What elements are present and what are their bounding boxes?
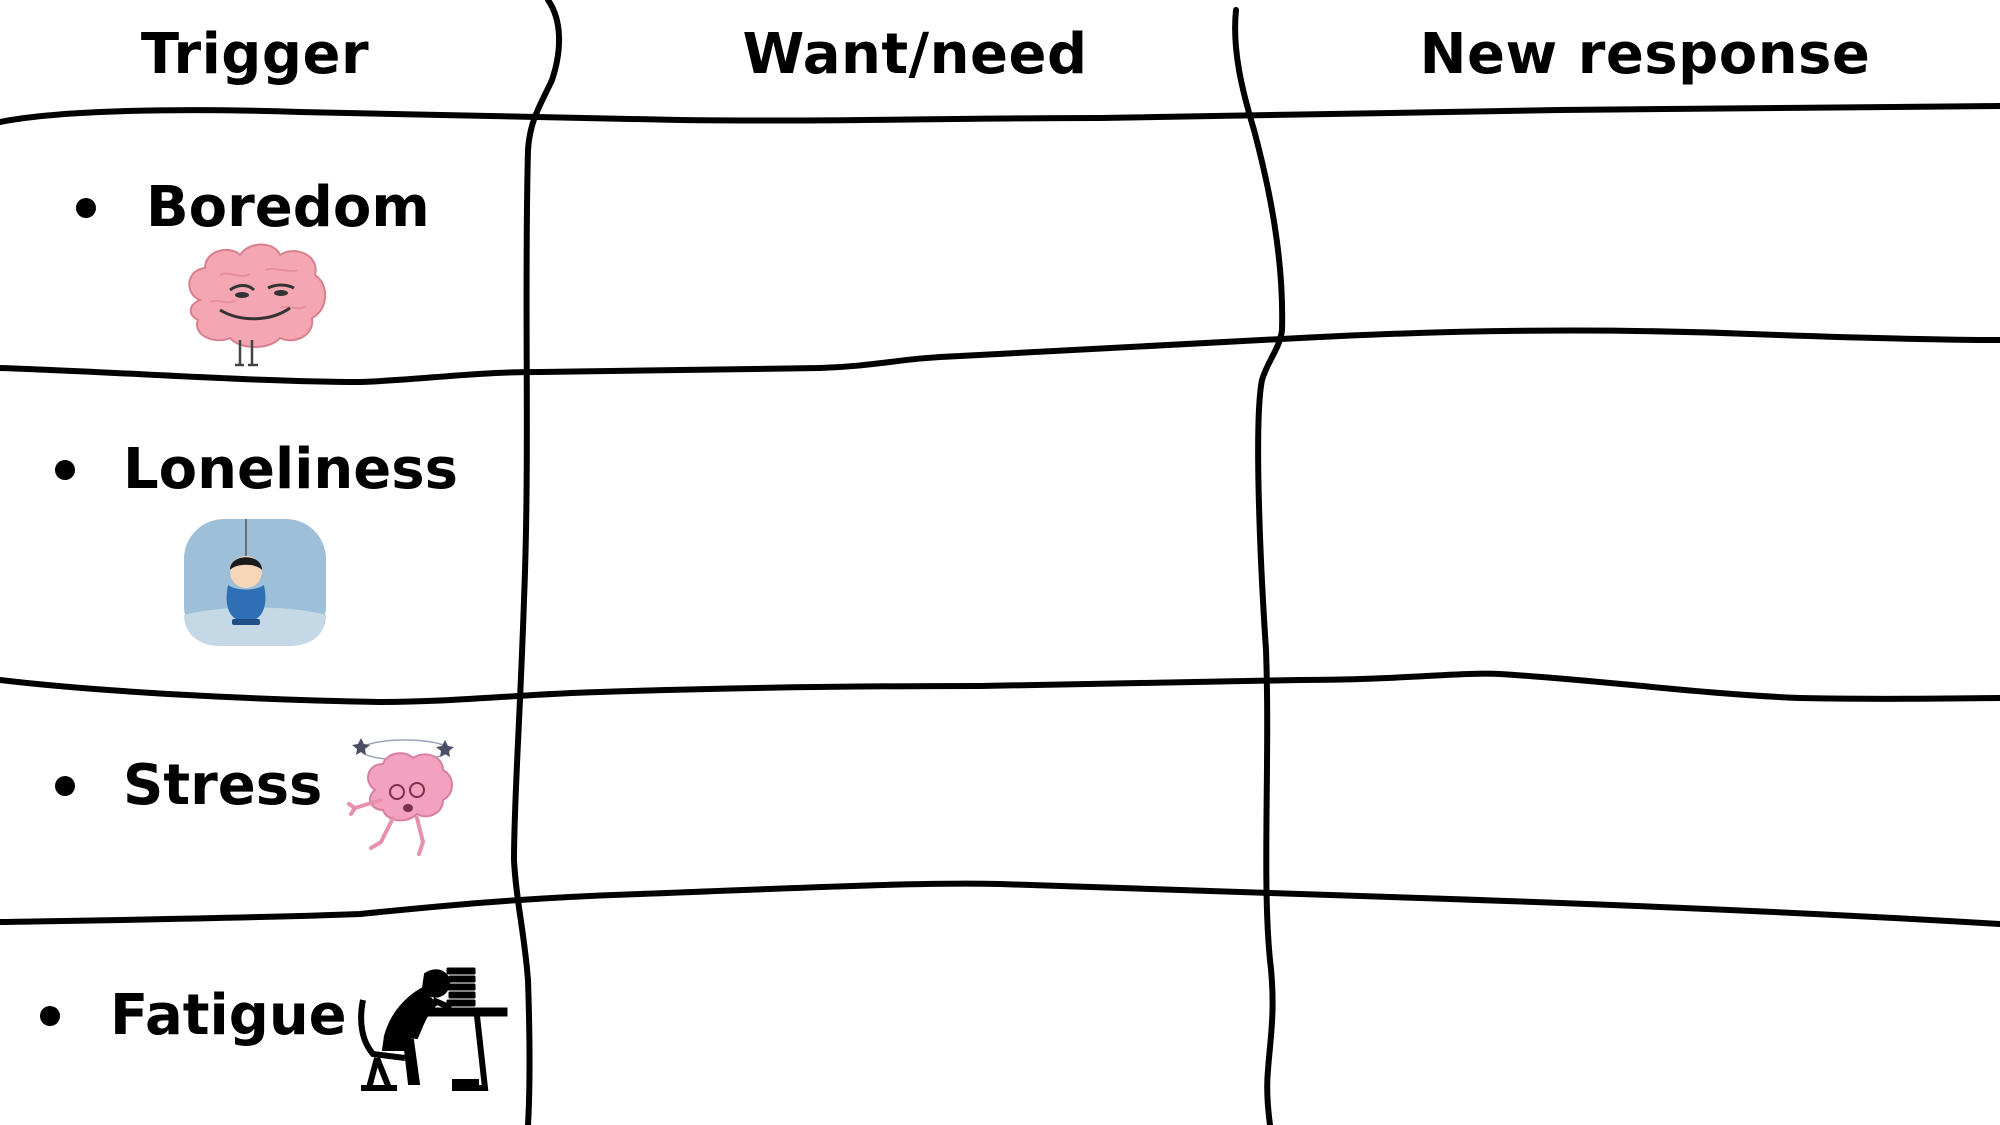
want-need-cell-boredom[interactable]	[560, 125, 1250, 365]
tired-at-desk-icon	[358, 967, 508, 1091]
row-divider-line-3	[0, 880, 2000, 927]
trigger-row-loneliness: Loneliness	[55, 442, 458, 498]
trigger-row-fatigue: Fatigue	[40, 988, 347, 1044]
bullet-icon	[55, 776, 75, 796]
header-divider-line	[0, 103, 2000, 125]
bullet-icon	[76, 198, 96, 218]
lonely-child-icon	[184, 519, 326, 646]
column-divider-line-2	[1232, 7, 1286, 1125]
trigger-row-boredom: Boredom	[76, 180, 430, 236]
row-divider-line-2	[0, 670, 2000, 705]
new-response-cell-loneliness[interactable]	[1275, 345, 1995, 690]
want-need-cell-stress[interactable]	[560, 700, 1260, 895]
want-need-cell-fatigue[interactable]	[560, 900, 1265, 1120]
column-divider-line-1	[511, 0, 562, 1125]
row-divider-line-1	[0, 327, 2000, 385]
trigger-row-stress: Stress	[55, 758, 322, 814]
trigger-label: Fatigue	[110, 983, 347, 1048]
bullet-icon	[55, 460, 75, 480]
new-response-cell-fatigue[interactable]	[1280, 900, 1995, 1120]
dizzy-brain-icon	[347, 738, 454, 856]
new-response-cell-boredom[interactable]	[1275, 110, 1995, 340]
trigger-label: Loneliness	[123, 437, 458, 502]
trigger-label: Boredom	[146, 175, 430, 240]
header-new-response: New response	[1419, 22, 1871, 87]
header-trigger: Trigger	[140, 22, 370, 87]
trigger-label: Stress	[123, 753, 323, 818]
want-need-cell-loneliness[interactable]	[560, 380, 1260, 680]
new-response-cell-stress[interactable]	[1275, 700, 1995, 900]
bullet-icon	[40, 1006, 60, 1026]
bored-brain-icon	[188, 243, 327, 367]
header-want-need: Want/need	[742, 22, 1088, 87]
